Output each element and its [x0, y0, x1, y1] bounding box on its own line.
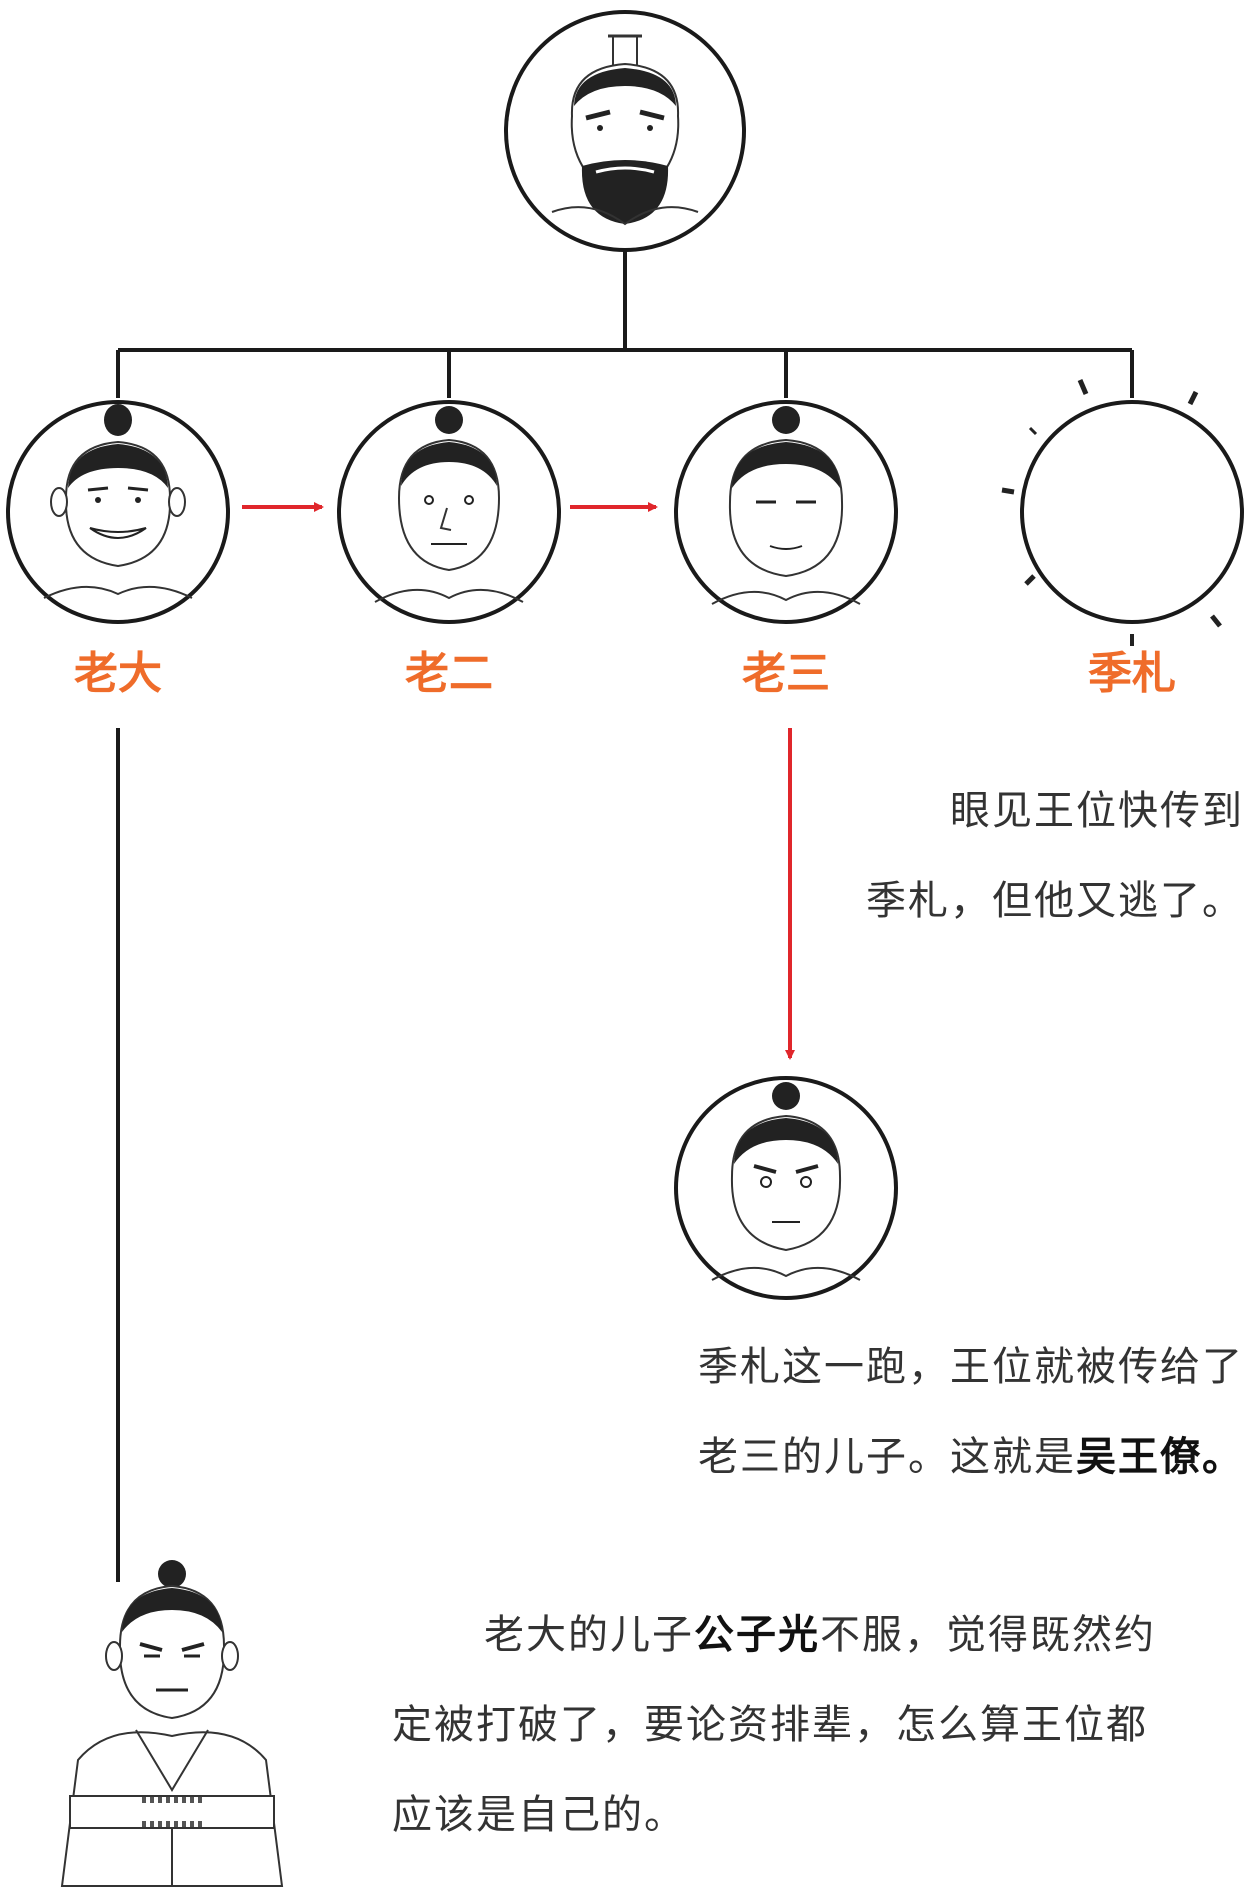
son-label-eldest: 老大	[74, 648, 162, 699]
caption-jizha-escape: 眼见王位快传到 季札，但他又逃了。	[866, 778, 1244, 926]
second-son-portrait-icon	[337, 400, 561, 624]
son-label-second: 老二	[405, 648, 493, 699]
caption-line: 老三的儿子。这就是吴王僚。	[698, 1424, 1244, 1482]
third-son-portrait-icon	[674, 400, 898, 624]
caption-text: 不服，觉得既然约	[820, 1612, 1156, 1658]
caption-line: 季札，但他又逃了。	[866, 878, 1244, 924]
eldest-son-grinning-portrait-icon	[6, 400, 230, 624]
caption-emphasis-wu-wang-liao: 吴王僚。	[1076, 1434, 1244, 1480]
caption-wu-wang-liao: 季札这一跑，王位就被传给了 老三的儿子。这就是吴王僚。	[698, 1334, 1244, 1482]
caption-line: 应该是自己的。	[392, 1792, 686, 1838]
caption-text: 老三的儿子。这就是	[698, 1434, 1076, 1480]
caption-gongzi-guang: 老大的儿子公子光不服，觉得既然约 定被打破了，要论资排辈，怎么算王位都 应该是自…	[392, 1602, 1156, 1840]
wu-wang-liao-portrait-icon	[674, 1076, 898, 1300]
son-label-jizha: 季札	[1088, 648, 1176, 699]
son-label-third: 老三	[742, 648, 830, 699]
caption-line: 季札这一跑，王位就被传给了	[698, 1344, 1244, 1390]
caption-line: 定被打破了，要论资排辈，怎么算王位都	[392, 1702, 1148, 1748]
caption-line: 老大的儿子公子光不服，觉得既然约	[392, 1602, 1156, 1660]
caption-text: 老大的儿子	[484, 1612, 694, 1658]
bearded-king-portrait-icon	[504, 10, 746, 252]
caption-emphasis-gongzi-guang: 公子光	[694, 1612, 820, 1658]
gongzi-guang-arms-crossed-icon	[60, 1560, 284, 1887]
caption-line: 眼见王位快传到	[950, 788, 1244, 834]
empty-portrait-icon	[1001, 379, 1244, 646]
